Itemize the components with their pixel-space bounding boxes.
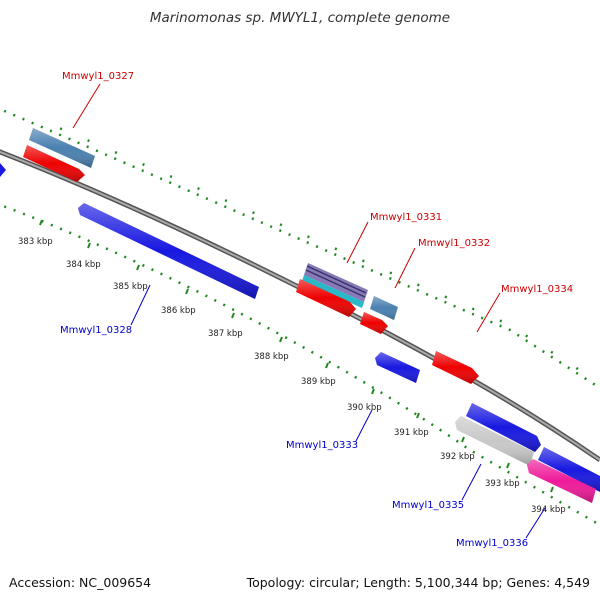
length-label: Length:	[363, 575, 411, 590]
cds-feature[interactable]	[23, 145, 85, 182]
scale-label: 386 kbp	[161, 306, 196, 316]
gene-label-mmwyl1-0334[interactable]: Mmwyl1_0334	[501, 284, 573, 295]
cds-feature[interactable]	[302, 275, 364, 308]
topology-label: Topology:	[246, 575, 306, 590]
cds-feature[interactable]	[29, 128, 95, 168]
cds-feature[interactable]	[527, 459, 596, 503]
length-value: 5,100,344 bp	[414, 575, 499, 590]
inner-tick-ring	[0, 203, 600, 527]
cds-feature[interactable]	[375, 352, 420, 383]
accession-info: Accession: NC_009654	[9, 575, 151, 590]
gene-label-mmwyl1-0335[interactable]: Mmwyl1_0335	[392, 500, 464, 511]
gene-label-mmwyl1-0327[interactable]: Mmwyl1_0327	[62, 71, 134, 82]
scale-label: 383 kbp	[18, 237, 53, 247]
leader-lines	[72, 83, 546, 539]
cds-feature[interactable]	[538, 447, 600, 492]
genome-summary: Topology: circular; Length: 5,100,344 bp…	[246, 575, 590, 590]
genes-label: Genes:	[506, 575, 551, 590]
scale-label: 392 kbp	[440, 452, 475, 462]
accession-label: Accession:	[9, 575, 76, 590]
topology-value: circular	[309, 575, 356, 590]
outer-tick-ring	[0, 107, 600, 390]
cds-feature[interactable]	[360, 312, 388, 334]
scale-label: 391 kbp	[394, 428, 429, 438]
gene-label-mmwyl1-0332[interactable]: Mmwyl1_0332	[418, 238, 490, 249]
scale-label: 384 kbp	[66, 260, 101, 270]
reverse-strand-features	[0, 163, 596, 503]
cds-feature[interactable]	[455, 416, 534, 466]
gene-label-mmwyl1-0328[interactable]: Mmwyl1_0328	[60, 325, 132, 336]
scale-label: 388 kbp	[254, 352, 289, 362]
scale-label: 385 kbp	[113, 282, 148, 292]
cds-feature[interactable]	[370, 296, 398, 320]
genome-title: Marinomonas sp. MWYL1, complete genome	[149, 10, 451, 26]
gene-label-mmwyl1-0331[interactable]: Mmwyl1_0331	[370, 212, 442, 223]
accession-value: NC_009654	[79, 575, 152, 590]
scale-label: 393 kbp	[485, 479, 520, 489]
scale-label: 394 kbp	[531, 505, 566, 515]
cds-feature[interactable]	[78, 203, 259, 299]
cds-feature[interactable]	[0, 163, 6, 177]
scale-label: 390 kbp	[347, 403, 382, 413]
cds-feature[interactable]	[466, 403, 541, 452]
forward-strand-features	[23, 128, 600, 492]
cds-feature[interactable]	[304, 263, 368, 302]
gene-label-mmwyl1-0336[interactable]: Mmwyl1_0336	[456, 538, 528, 549]
scale-label: 387 kbp	[208, 329, 243, 339]
gene-label-mmwyl1-0333[interactable]: Mmwyl1_0333	[286, 440, 358, 451]
scale-label: 389 kbp	[301, 377, 336, 387]
cds-feature[interactable]	[296, 279, 356, 317]
genes-value: 4,549	[554, 575, 590, 590]
genome-backbone	[0, 149, 600, 463]
scale-ticks	[39, 219, 554, 493]
cds-feature[interactable]	[432, 351, 479, 384]
